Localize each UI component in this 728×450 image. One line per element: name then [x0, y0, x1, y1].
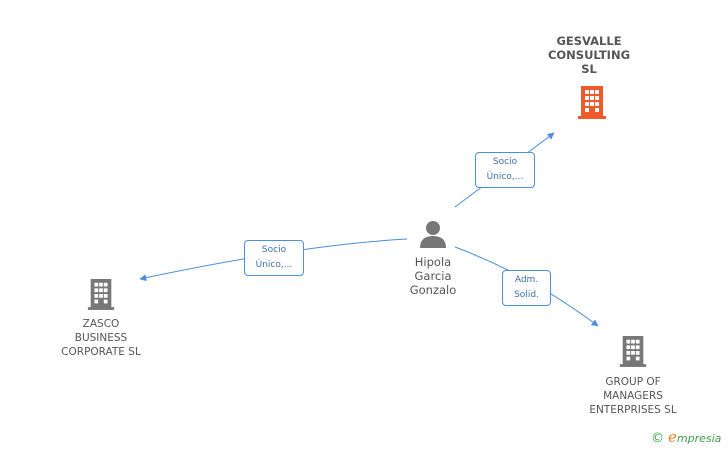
edge-label-zasco[interactable]: Socio Único,... [244, 240, 304, 276]
node-label-person[interactable]: Hipola Garcia Gonzalo [409, 255, 457, 297]
building-icon[interactable] [576, 84, 608, 120]
building-icon[interactable] [86, 277, 116, 311]
copyright-symbol: © [651, 431, 664, 446]
building-icon[interactable] [618, 334, 648, 368]
footer-brand: © e mpresia [651, 428, 721, 446]
edge-label-group[interactable]: Adm. Solid. [502, 270, 551, 306]
node-label-zasco[interactable]: ZASCO BUSINESS CORPORATE SL [61, 318, 141, 358]
brand-logo-text: mpresia [676, 432, 722, 445]
node-label-gesvalle[interactable]: GESVALLE CONSULTING SL [547, 34, 631, 76]
node-label-group[interactable]: GROUP OF MANAGERS ENTERPRISES SL [589, 376, 677, 416]
brand-logo-e: e [668, 428, 677, 446]
edge-label-gesvalle[interactable]: Socio Único,... [475, 152, 535, 188]
person-icon[interactable] [418, 219, 448, 249]
